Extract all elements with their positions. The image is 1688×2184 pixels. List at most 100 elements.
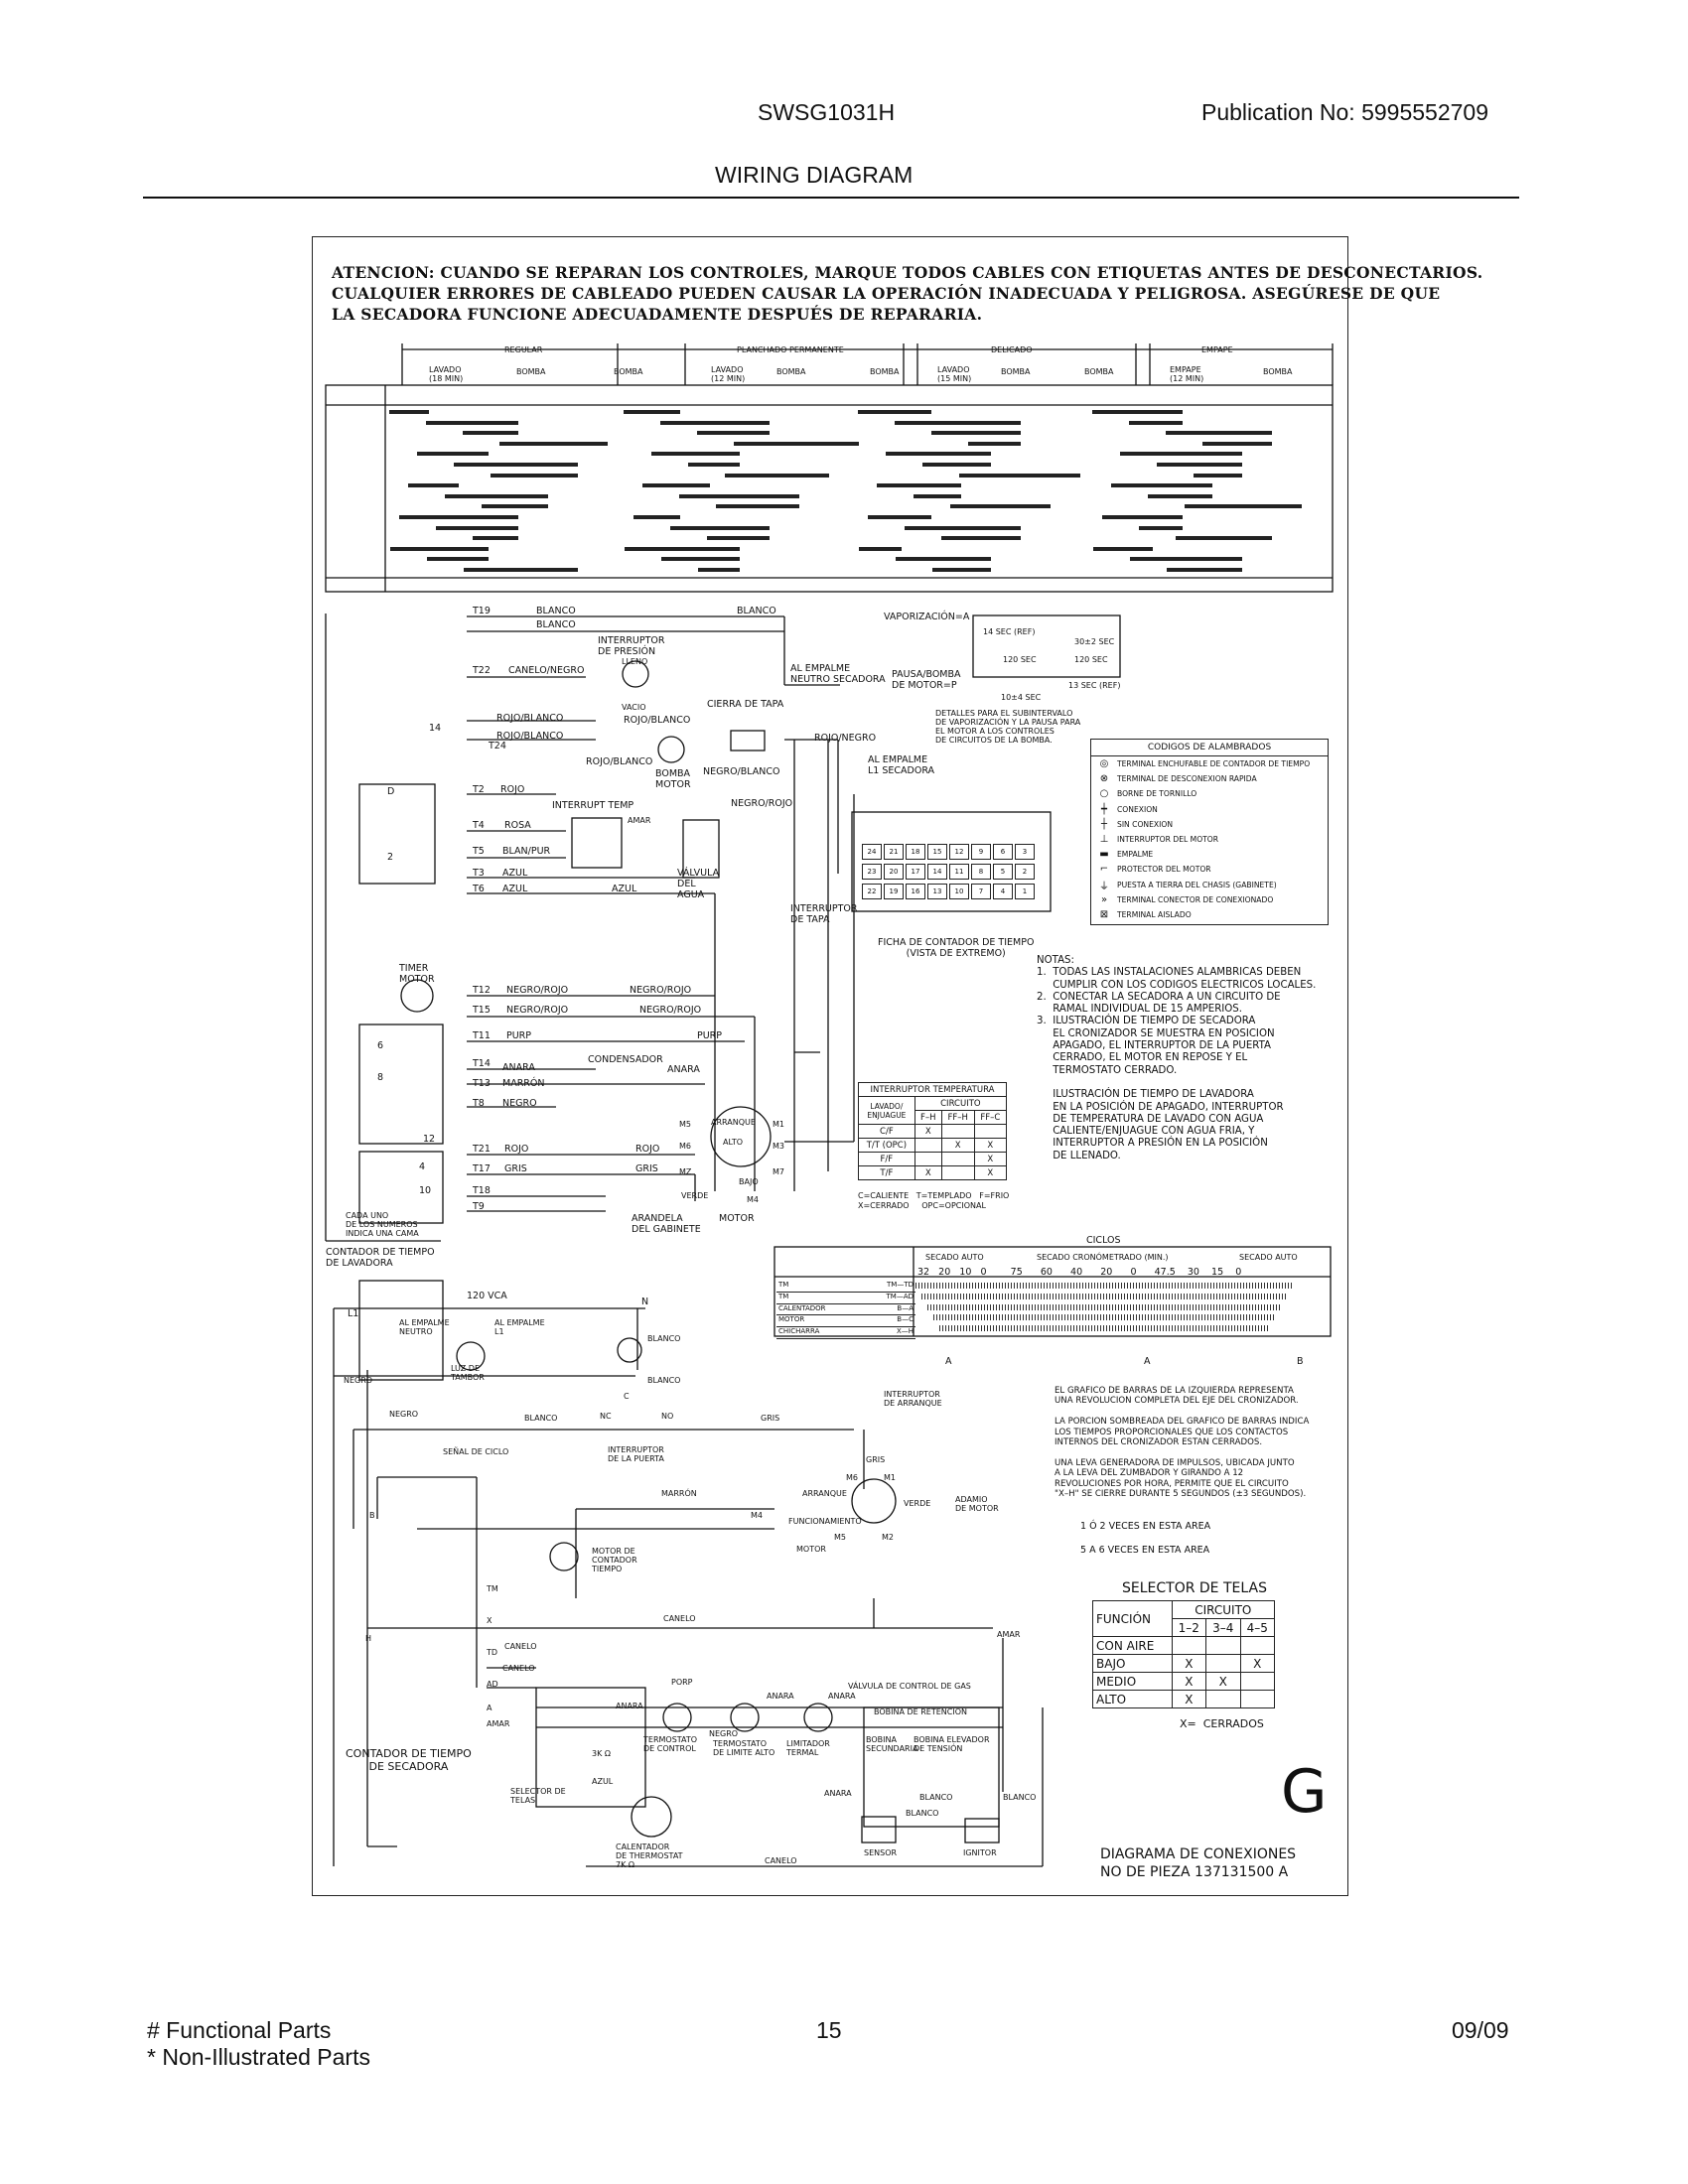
cam-6: 6 <box>377 1040 384 1051</box>
wire-label: GRIS <box>866 1455 886 1464</box>
motor-terminal: M1 <box>773 1120 784 1129</box>
cycle-bar <box>1130 557 1242 562</box>
revision-letter: G <box>1281 1757 1328 1827</box>
drum-light-label: LUZ DE TAMBOR <box>451 1364 485 1382</box>
timed-dry-label: SECADO CRONÓMETRADO (MIN.) <box>1037 1253 1169 1262</box>
functional-parts-note: # Functional Parts <box>147 2017 332 2043</box>
plug-pin: 16 <box>906 884 925 899</box>
voltage-label: 120 VCA <box>467 1291 507 1301</box>
header-divider <box>143 197 1519 199</box>
wire-label: MARRÓN <box>661 1489 697 1498</box>
table-header: CIRCUITO <box>1171 1600 1276 1619</box>
motor-terminal: M6 <box>846 1473 858 1482</box>
table-header: 1–2 <box>1171 1618 1207 1637</box>
vapor-timing: 120 SEC <box>1074 655 1108 664</box>
cycle-bar <box>1092 410 1183 414</box>
note-line: 1. TODAS LAS INSTALACIONES ALAMBRICAS DE… <box>1037 967 1302 979</box>
legend-item: ⌐PROTECTOR DEL MOTOR <box>1091 862 1328 877</box>
marker-note-b: 5 A 6 VECES EN ESTA AREA <box>1080 1545 1210 1556</box>
cam-14: 14 <box>429 723 442 734</box>
dryer-chart-bar <box>921 1293 1287 1299</box>
wire-label: NEGRO/ROJO <box>639 1005 702 1016</box>
motor-terminal: M7 <box>773 1167 784 1176</box>
lid-lock-label: CIERRA DE TAPA <box>707 699 784 710</box>
motor-terminal: MZ <box>679 1167 692 1176</box>
plug-pin: 5 <box>993 864 1013 880</box>
plug-pin: 20 <box>884 864 904 880</box>
table-header: FF–H <box>940 1110 975 1125</box>
wire-label: BLANCO <box>919 1793 953 1802</box>
wire-label: PURP <box>697 1030 723 1041</box>
cycle-bar <box>491 473 578 478</box>
terminal-t12: T12 <box>473 985 491 996</box>
page-number: 15 <box>816 2017 842 2043</box>
table-header: FUNCIÓN <box>1092 1600 1173 1637</box>
cycle-phase: LAVADO (15 MIN) <box>937 365 972 383</box>
secondary-coil-label: BOBINA SECUNDARIA <box>866 1735 918 1753</box>
cycle-bar <box>968 441 1021 446</box>
wire-label: CANELO <box>663 1614 696 1623</box>
note-line: CERRADO, EL MOTOR EN REPOSE Y EL <box>1037 1052 1248 1064</box>
wire-label: NEGRO/BLANCO <box>703 766 780 777</box>
wire-label: ROJO/BLANCO <box>496 713 564 724</box>
wire-label: NEGRO <box>389 1410 419 1419</box>
cycle-bar <box>389 410 429 414</box>
plug-pin: 7 <box>971 884 991 899</box>
plug-pin: 14 <box>927 864 947 880</box>
wire-label: BLANCO <box>536 606 576 616</box>
line-n: N <box>641 1297 649 1307</box>
l1-junction: AL EMPALME L1 <box>494 1318 545 1336</box>
contact-td: TD <box>487 1648 498 1657</box>
note-line: EN LA POSICIÓN DE APAGADO, INTERRUPTOR <box>1037 1101 1284 1113</box>
cycle-bar <box>651 452 740 457</box>
table-header: FF–C <box>973 1110 1008 1125</box>
auto-dry-label: SECADO AUTO <box>925 1253 984 1262</box>
cabinet-washer-label: ARANDELA DEL GABINETE <box>632 1213 701 1235</box>
footer-legend: # Functional Parts * Non-Illustrated Par… <box>147 2017 370 2071</box>
cycle-bar <box>399 515 518 519</box>
wire-label: AZUL <box>612 884 637 894</box>
wire-label: ANARA <box>616 1702 643 1710</box>
interrupt-temp-label: INTERRUPT TEMP <box>552 800 634 811</box>
auto-dry-label: SECADO AUTO <box>1239 1253 1298 1262</box>
note-line: TERMOSTATO CERRADO. <box>1037 1064 1178 1076</box>
legend-item: ▬EMPALME <box>1091 847 1328 862</box>
cycle-bar <box>914 493 961 498</box>
dryer-neutral-note: AL EMPALME NEUTRO SECADORA <box>790 663 886 685</box>
cycle-phase: BOMBA <box>1263 367 1293 376</box>
legend-item: ◎TERMINAL ENCHUFABLE DE CONTADOR DE TIEM… <box>1091 756 1328 771</box>
cycle-bar <box>1202 441 1272 446</box>
crossover-icon: ┼ <box>1100 818 1108 830</box>
dryer-l1-note: AL EMPALME L1 SECADORA <box>868 754 935 776</box>
cycle-bar <box>877 483 961 488</box>
wire-label: BLANCO <box>906 1809 939 1818</box>
table-header: 4–5 <box>1239 1618 1276 1637</box>
cycle-bar <box>1166 431 1272 436</box>
contact-tm: TM <box>487 1584 498 1593</box>
model-number: SWSG1031H <box>758 99 896 125</box>
note-line: RAMAL INDIVIDUAL DE 15 AMPERIOS. <box>1037 1004 1242 1016</box>
plug-pin: 9 <box>971 844 991 860</box>
switch-terminal: C <box>624 1392 630 1401</box>
crossed-ring-icon: ◎ <box>1099 758 1109 770</box>
wire-label: CANELO <box>502 1664 535 1673</box>
page-title: WIRING DIAGRAM <box>715 162 914 188</box>
wire-label: ROJO <box>500 784 525 795</box>
holding-coil-label: BOBINA DE RETENCIÓN <box>874 1707 968 1716</box>
door-switch-label: INTERRUPTOR DE LA PUERTA <box>608 1445 664 1463</box>
motor-label: MOTOR <box>719 1213 755 1224</box>
cycle-bar <box>931 431 1021 436</box>
terminal-t22: T22 <box>473 665 491 676</box>
plug-pin: 18 <box>906 844 925 860</box>
cycle-bar <box>697 431 770 436</box>
vapor-timing: 10±4 SEC <box>1001 693 1042 702</box>
motor-terminal: M2 <box>882 1533 894 1542</box>
warning-line: LA SECADORA FUNCIONE ADECUADAMENTE DESPU… <box>332 305 983 324</box>
wire-label: AZUL <box>502 884 528 894</box>
cam-8: 8 <box>377 1072 384 1083</box>
